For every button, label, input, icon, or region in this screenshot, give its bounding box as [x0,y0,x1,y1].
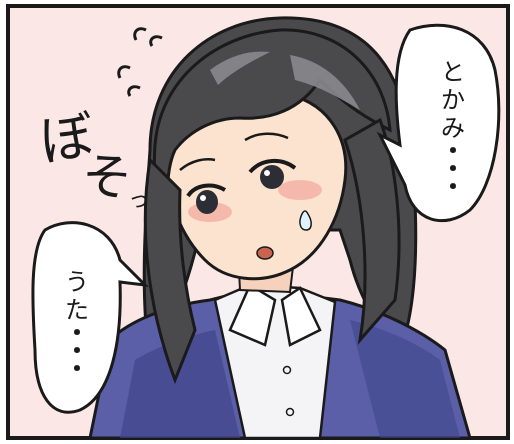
sweat-drop [299,210,312,231]
shirt-button [285,407,295,417]
speech-char: か [441,86,465,114]
speech-char: う [65,268,89,296]
speech-char: ・ [441,173,465,201]
speech-char: ・ [65,355,89,383]
eye-left [186,183,227,214]
sfx-char: っ [128,188,151,213]
speech-bubble-left [31,221,150,414]
hair-highlight [210,51,360,110]
brow-left [179,158,216,171]
speech-text-left: う た ・ ・ ・ [62,268,92,383]
hair-side-left [143,156,197,385]
speech-bubble-right [376,23,501,223]
speech-char: ・ [65,319,89,347]
jacket-shadow [120,330,240,438]
collar-left [228,283,277,347]
speech-char: ・ [441,137,465,165]
jacket-shadow-right [350,320,460,438]
speech-char: ・ [441,155,465,183]
surprise-marks [117,27,163,97]
speech-char: ・ [65,337,89,365]
sound-effect: ぼ そ っ [36,104,151,222]
speech-char: と [441,58,465,86]
brow-right [244,132,289,142]
collar-right [280,286,322,347]
eye-right [248,159,297,189]
blush-right [278,180,322,200]
mouth [256,246,274,260]
shirt-button [282,365,292,375]
speech-char: み [441,114,465,142]
speech-text-right: と か み ・ ・ ・ [438,58,468,201]
speech-char: た [65,296,89,324]
sfx-char: そ [79,145,135,209]
